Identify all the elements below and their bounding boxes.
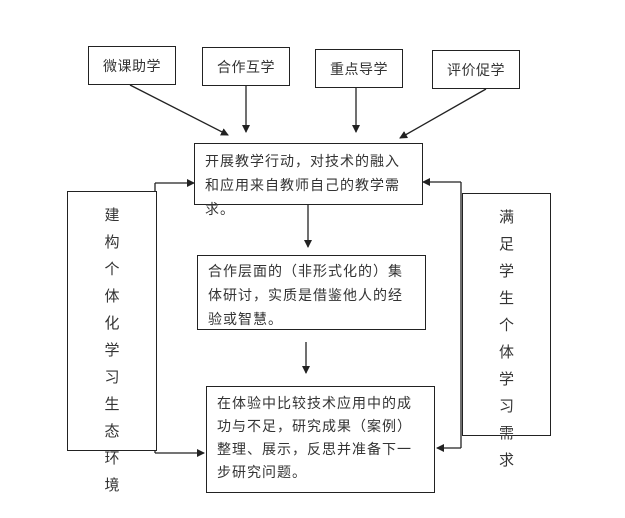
vchar: 个 [104,260,120,278]
box-text: 在体验中比较技术应用中的成功与不足，研究成果（案例）整理、展示，反思并准备下一步… [217,396,412,481]
vchar: 生 [104,395,120,413]
box-label: 重点导学 [330,61,388,78]
vchar: 体 [498,343,514,361]
vchar: 学 [498,262,514,280]
vchar: 化 [104,314,120,332]
vchar: 习 [104,368,120,386]
vchar: 学 [498,370,514,388]
box-build-learning-ecosystem: 建 构 个 体 化 学 习 生 态 环 境 [67,191,157,494]
box-teaching-action: 开展教学行动，对技术的融入和应用来自教师自己的教学需求。 [194,143,423,218]
vchar: 足 [498,235,514,253]
box-label: 微课助学 [103,58,161,75]
box-text: 合作层面的（非形式化的）集体研讨，实质是借鉴他人的经验或智慧。 [208,264,403,328]
vchar: 生 [498,289,514,307]
box-pingjia-cuxue: 评价促学 [432,50,520,89]
vchar: 个 [498,316,514,334]
vchar: 求 [498,451,514,469]
vchar: 满 [498,208,514,226]
vchar: 习 [498,397,514,415]
vchar: 境 [104,476,120,494]
vchar: 建 [104,206,120,224]
vchar: 构 [104,233,120,251]
vchar: 态 [104,422,120,440]
box-meet-student-needs: 满 足 学 生 个 体 学 习 需 求 [462,193,551,469]
box-reflection-result: 在体验中比较技术应用中的成功与不足，研究成果（案例）整理、展示，反思并准备下一步… [206,386,435,493]
vchar: 体 [104,287,120,305]
box-hezuo-huxue: 合作互学 [202,47,290,86]
box-zhongdian-daoxue: 重点导学 [315,49,403,88]
box-label: 评价促学 [447,62,505,79]
box-label: 合作互学 [217,59,275,76]
box-collaborative-discussion: 合作层面的（非形式化的）集体研讨，实质是借鉴他人的经验或智慧。 [197,255,426,330]
vchar: 环 [104,449,120,467]
arrow-pingjia-to-action [399,88,487,139]
box-weike-zhuxue: 微课助学 [88,46,176,85]
vchar: 学 [104,341,120,359]
arrow-weike-to-action [129,84,229,136]
vchar: 需 [498,424,514,442]
box-text: 开展教学行动，对技术的融入和应用来自教师自己的教学需求。 [205,154,400,218]
